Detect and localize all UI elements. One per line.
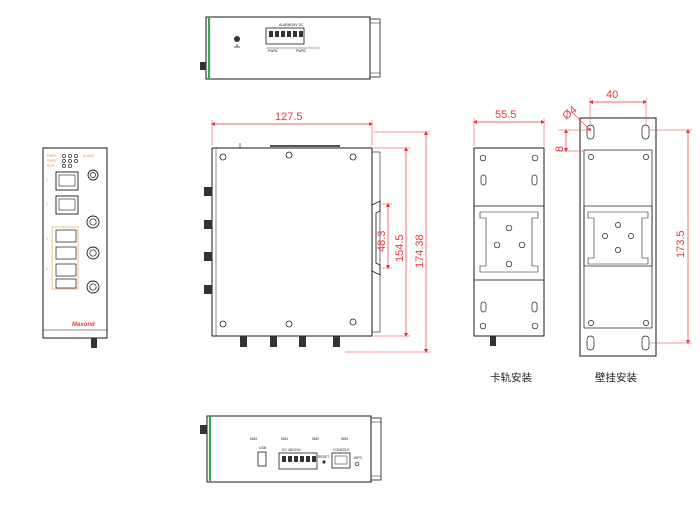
antenna-connector: [200, 62, 206, 70]
ground-screw: [234, 36, 240, 42]
front-rj45-ports: [51, 171, 79, 290]
console-port: [331, 452, 351, 469]
dim-wall-height: 173.5: [675, 230, 687, 258]
dim-rail-offset: 48.3: [376, 231, 388, 252]
front-port-label-2: 2: [46, 178, 48, 182]
dim-body-height: 154.5: [394, 234, 406, 262]
dim-edge-offset: 8: [554, 146, 566, 152]
bottom-label-nm3b: NM3: [341, 437, 348, 441]
bottom-view: NM3 NM1 NM2 NM3 USB DC 48V/24V RESET CON…: [200, 415, 382, 483]
front-port-label-4: 4: [46, 237, 48, 241]
bottom-label-console: CONSOLE: [333, 448, 350, 452]
bottom-label-dc: DC 48V/24V: [282, 448, 302, 452]
top-label-pwr1: PWR1: [268, 49, 278, 53]
dim-total-height: 174.38: [414, 234, 426, 268]
top-label-pwr2: PWR2: [296, 49, 306, 53]
bottom-label-nm2: NM2: [312, 437, 319, 441]
dim-width: 127.5: [275, 111, 303, 123]
side-bottom-connectors: [240, 336, 340, 347]
bottom-label-reset: RESET: [318, 455, 329, 459]
top-view: ALARM/24V DC PWR1 PWR2: [200, 16, 381, 80]
din-clip: [371, 200, 381, 276]
din-rail-view: 55.5: [472, 109, 546, 346]
caption-din-rail: 卡轨安装: [490, 371, 532, 384]
led-label-run: RUN: [47, 164, 55, 168]
bottom-label-wps: WPS: [354, 456, 362, 460]
front-antenna-connectors: [86, 169, 100, 294]
top-connector-title: ALARM/24V DC: [279, 23, 304, 27]
front-brand-logo: Maxond: [72, 322, 95, 328]
dim-hole-spacing: 40: [606, 89, 618, 101]
dim-hole-diameter: Ø4: [560, 104, 579, 122]
caption-wall: 壁挂安装: [595, 371, 637, 384]
bottom-label-usb: USB: [259, 446, 267, 450]
front-port-label-5: 5: [46, 267, 48, 271]
side-view: 127.5 48.3 154.5 174.38: [204, 111, 430, 354]
led-label-pwr2: PWR2: [47, 159, 56, 163]
bottom-label-nm3a: NM3: [250, 437, 257, 441]
side-left-antennas: [204, 187, 212, 294]
dim-rail-width: 55.5: [495, 109, 516, 121]
bottom-label-nm1: NM1: [281, 437, 288, 441]
usb-port: [257, 451, 267, 467]
top-terminal-block: [265, 27, 305, 45]
front-panel-view: PWR1 PWR2 RUN ALARM 2 3 4 5: [42, 147, 108, 348]
led-label-pwr1: PWR1: [47, 154, 56, 158]
wall-mount-view: 40 Ø4 8 173.5: [554, 89, 692, 357]
wps-button: [354, 461, 360, 467]
front-bottom-antenna: [91, 338, 97, 348]
din-rail-bar: [473, 205, 545, 281]
led-label-alarm: ALARM: [83, 154, 94, 158]
bottom-terminal-block: [278, 452, 318, 470]
front-port-label-3: 3: [46, 202, 48, 206]
reset-button: [322, 460, 326, 464]
